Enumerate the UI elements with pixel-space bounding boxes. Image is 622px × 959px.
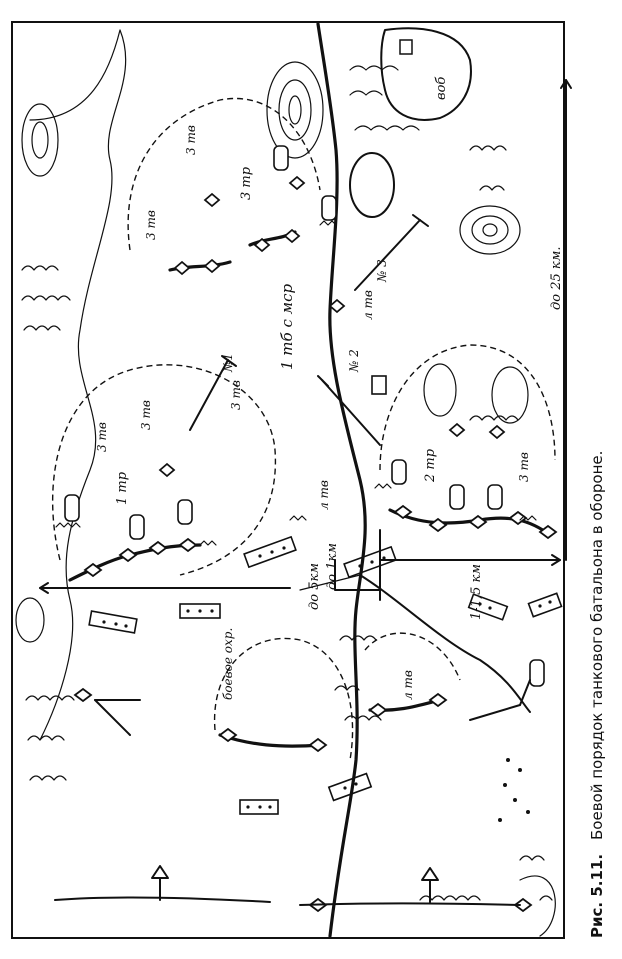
platoon-5-label: 3 тв xyxy=(144,210,158,240)
map-labels: 1 тб с мср 1 тр 2 тр 3 тр №1 № 2 № 3 3 т… xyxy=(95,77,564,700)
guard-perimeter xyxy=(213,637,354,761)
hill-2 xyxy=(459,205,521,255)
trench-marks xyxy=(55,220,537,546)
guard-line xyxy=(218,698,442,748)
company-1-perimeter xyxy=(51,364,277,576)
forest-6 xyxy=(419,855,553,901)
platoon-2-label: 3 тв xyxy=(139,400,153,430)
attack-arrows xyxy=(54,679,531,906)
platoon-l-3-label: л тв xyxy=(401,670,415,700)
hill-1 xyxy=(266,61,324,159)
forest-4 xyxy=(334,635,382,721)
tank-diamonds xyxy=(73,175,558,913)
platoon-4-label: 3 тв xyxy=(184,125,198,155)
hill-3 xyxy=(423,363,529,424)
company-3-label: 3 тр xyxy=(239,166,254,200)
point-markers xyxy=(189,214,429,446)
vob-label: воб xyxy=(434,77,449,100)
forest-3 xyxy=(25,695,75,781)
forest-1 xyxy=(349,65,420,131)
company-3-perimeter xyxy=(127,97,321,251)
distance-25km: до 25 км. xyxy=(549,246,564,310)
lake-vob xyxy=(380,27,472,121)
point-1-label: №1 xyxy=(221,353,235,373)
distance-1km: до 1км xyxy=(325,543,340,590)
map-frame xyxy=(11,21,565,939)
platoon-l-1-label: л тв xyxy=(317,480,331,510)
platoon-6-label: 3 тв xyxy=(517,452,531,482)
company-2-perimeter xyxy=(379,344,556,471)
map-area: 1 тб с мср 1 тр 2 тр 3 тр №1 № 2 № 3 3 т… xyxy=(15,22,572,938)
guard-label: боевое охр. xyxy=(221,628,235,700)
hill-4 xyxy=(15,103,556,937)
pond xyxy=(349,152,395,218)
figure-caption: Рис. 5.11. Боевой порядок танкового бата… xyxy=(588,451,606,938)
caption-text: Боевой порядок танкового батальона в обо… xyxy=(588,451,606,840)
forest-2 xyxy=(21,265,71,331)
platoon-1-label: 3 тв xyxy=(95,422,109,452)
company-1-label: 1 тр xyxy=(115,471,130,505)
company-2-label: 2 тр xyxy=(423,448,438,483)
caption-number: Рис. 5.11. xyxy=(588,854,606,938)
battalion-label: 1 тб с мср xyxy=(278,284,296,370)
tank-hulls xyxy=(64,145,545,687)
forest-5 xyxy=(469,145,519,421)
obstacle-rects xyxy=(88,375,563,815)
point-2-label: № 2 xyxy=(347,349,361,373)
company-3-line xyxy=(168,230,297,272)
platoon-3-label: 3 тв xyxy=(229,380,243,410)
main-road xyxy=(316,22,367,938)
obstacle-dots xyxy=(102,546,552,822)
distance-5km: до 5км xyxy=(307,563,322,610)
river-line xyxy=(29,29,127,741)
point-3-label: № 3 xyxy=(375,259,389,283)
distance-arrows xyxy=(39,79,572,601)
side-road xyxy=(359,574,531,713)
platoon-l-2-label: л тв xyxy=(361,290,375,320)
distance-1-15km: 1-1,5 км xyxy=(469,564,484,620)
